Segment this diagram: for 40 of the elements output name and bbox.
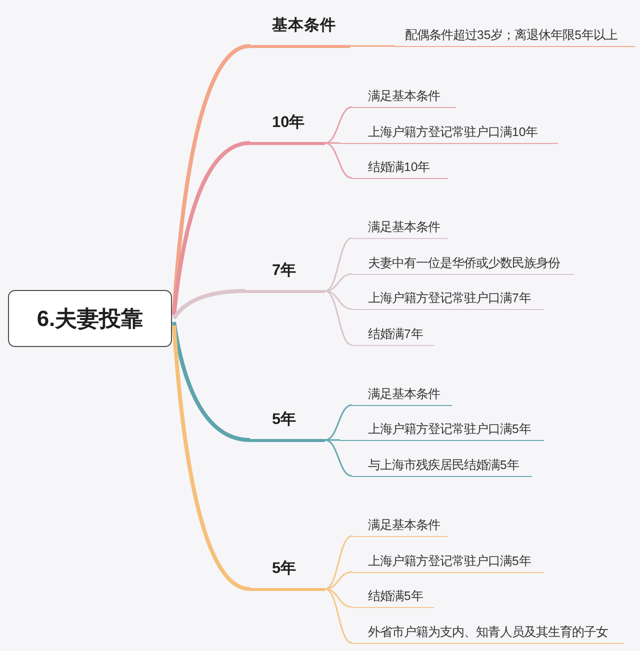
topic-text: 满足基本条件 [368,518,440,533]
topic-text: 结婚满10年 [368,160,430,175]
topic-text: 6.夫妻投靠 [36,305,144,332]
topic-text: 与上海市残疾居民结婚满5年 [368,458,519,473]
topic-text: 上海户籍方登记常驻户口满5年 [368,554,531,569]
topic-text: 上海户籍方登记常驻户口满7年 [368,291,531,306]
topic-text: 满足基本条件 [368,220,440,235]
branch-line [350,45,395,47]
topic-text: 上海户籍方登记常驻户口满10年 [368,125,538,140]
branch-line [172,44,250,312]
topic-text: 上海户籍方登记常驻户口满5年 [368,422,531,437]
branch-line [172,141,250,316]
root-topic-box [8,290,172,347]
branch-line [324,588,352,608]
topic-text: 结婚满5年 [368,589,423,604]
branch-line [324,439,352,477]
branch-line [172,289,246,320]
topic-text: 10年 [272,114,306,132]
branch-line [324,571,352,590]
topic-text: 满足基本条件 [368,387,440,402]
topic-text: 5年 [272,410,297,430]
topic-text: 外省市户籍为支内、知青人员及其生育的子女 [368,625,608,640]
topic-text: 满足基本条件 [368,89,440,104]
branch-line [172,325,250,591]
branch-line [324,588,352,644]
branch-line [325,142,340,144]
branch-line [324,290,352,346]
branch-line [324,142,352,179]
branch-line [172,322,250,442]
branch-line [324,106,352,144]
topic-text: 夫妻中有一位是华侨或少数民族身份 [368,256,560,271]
branch-line [325,439,340,441]
branch-line [324,535,352,590]
topic-text: 基本条件 [272,16,336,36]
topic-text: 结婚满7年 [368,327,423,342]
topic-text: 配偶条件超过35岁；离退休年限5年以上 [405,28,618,43]
branch-line [324,237,352,292]
topic-text: 5年 [272,560,297,578]
topic-text: 7年 [272,262,297,280]
branch-line [324,404,352,441]
